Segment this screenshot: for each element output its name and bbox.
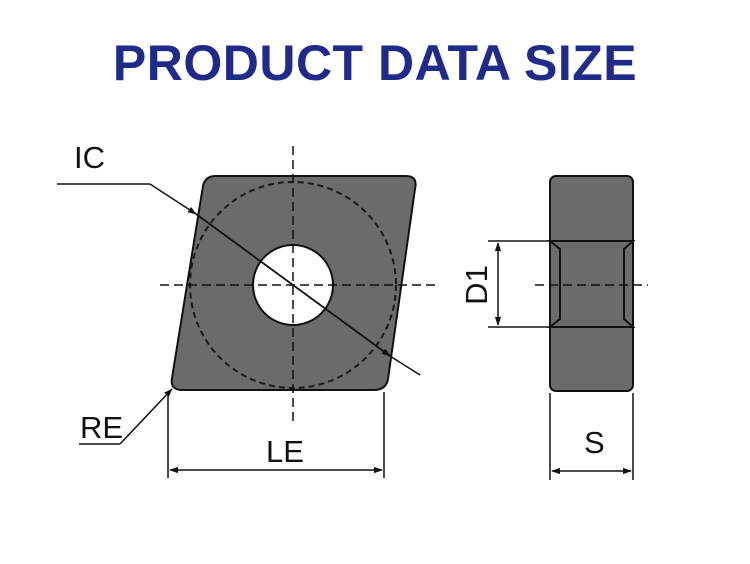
ic-dimension: IC (57, 140, 421, 376)
side-hole-section (547, 240, 636, 328)
insert-side-view (535, 175, 648, 392)
page-title: PRODUCT DATA SIZE (112, 35, 638, 91)
re-leader-diagonal (119, 388, 173, 445)
ic-diameter-line (195, 213, 391, 357)
re-label: RE (80, 410, 123, 445)
ic-leader-tail (389, 355, 421, 376)
ic-label: IC (74, 140, 105, 175)
d1-dimension: D1 (459, 240, 550, 328)
ic-leader-diagonal (149, 183, 197, 215)
re-dimension: RE (79, 388, 173, 445)
le-dimension: LE (167, 392, 385, 478)
insert-top-view (160, 146, 438, 424)
s-label: S (584, 425, 605, 460)
d1-label: D1 (459, 265, 494, 305)
s-dimension: S (549, 393, 634, 480)
le-label: LE (266, 434, 304, 469)
